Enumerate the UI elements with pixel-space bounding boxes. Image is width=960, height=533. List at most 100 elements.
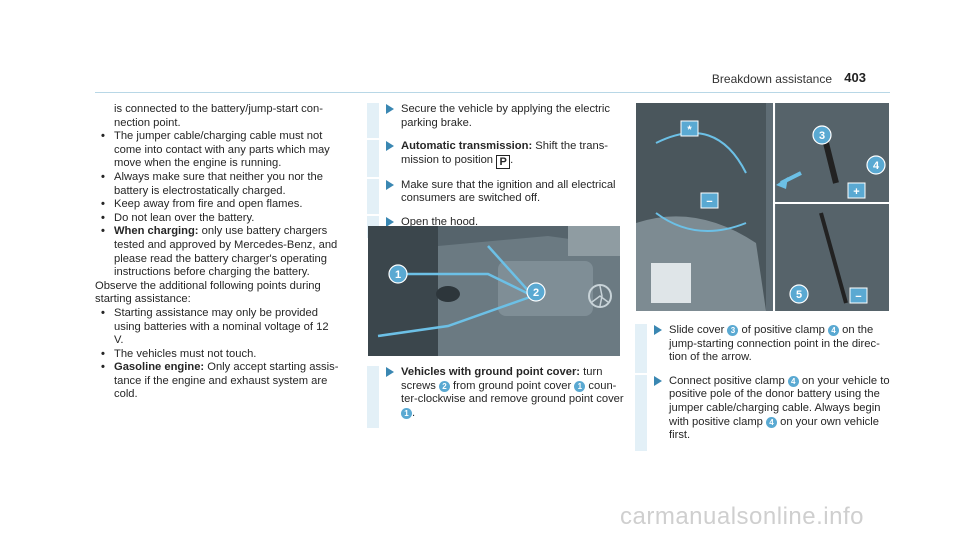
- callout-badge: 3: [727, 325, 739, 336]
- step-connect-positive-clamp: Connect positive clamp 4 on your vehicle…: [635, 374, 893, 451]
- text-span: only use battery chargers: [198, 225, 328, 238]
- observe-paragraph: Observe the additional following points …: [95, 280, 357, 307]
- callout-4-label: 4: [873, 160, 880, 172]
- star-marker-label: *: [687, 124, 692, 136]
- text-span: on your own vehicle: [777, 415, 879, 428]
- text-line: nection point.: [114, 116, 181, 129]
- text-line: Automatic transmission: Shift the trans-: [401, 140, 625, 154]
- callout-3-label: 3: [819, 130, 825, 142]
- battery-connection-figure: * − + − 3 4 5: [636, 103, 889, 311]
- star-marker: [680, 120, 699, 137]
- callout-5: [789, 284, 809, 304]
- callout-badge: 4: [787, 375, 799, 387]
- text-line: V.: [114, 334, 124, 347]
- bullet-icon: •: [101, 225, 105, 238]
- bullet-icon: •: [101, 306, 105, 319]
- list-item: • Starting assistance may only be provid…: [95, 307, 357, 348]
- text-span: Slide cover: [669, 324, 728, 336]
- callout-badge: 4: [828, 325, 839, 336]
- text-line: When charging: only use battery chargers: [114, 225, 357, 239]
- text-span: on your vehicle to: [798, 374, 890, 387]
- engine-bay-illustration: 1 2: [368, 226, 620, 356]
- text-line: positive pole of the donor battery using…: [669, 388, 880, 401]
- list-item-gasoline: • Gasoline engine: Only accept starting …: [95, 361, 357, 402]
- step-bar: [367, 103, 379, 139]
- step-arrow-icon: [386, 216, 394, 227]
- callout-2: [526, 282, 546, 302]
- column-left: is connected to the battery/jump-start c…: [95, 103, 357, 402]
- callout-5-label: 5: [796, 289, 802, 301]
- text-line: with positive clamp 4 on your own vehicl…: [669, 416, 893, 430]
- text-span: from ground point cover: [449, 379, 575, 392]
- bullet-icon: •: [101, 198, 105, 211]
- list-item: • Always make sure that neither you nor …: [95, 171, 357, 198]
- callout-1-label: 1: [395, 269, 401, 281]
- intro-paragraph: is connected to the battery/jump-start c…: [95, 103, 357, 130]
- step-transmission: Automatic transmission: Shift the trans-…: [367, 140, 625, 177]
- step-arrow-icon: [386, 104, 394, 114]
- text-line: Open the hood.: [401, 215, 479, 228]
- page-header: Breakdown assistance 403: [0, 0, 960, 100]
- text-span: Connect positive clamp: [669, 374, 788, 387]
- text-line: Make sure that the ignition and all elec…: [401, 178, 616, 191]
- watermark: carmanualsonline.info: [620, 503, 864, 530]
- bullet-icon: •: [101, 347, 105, 360]
- step-parking-brake: Secure the vehicle by applying the elect…: [367, 103, 625, 139]
- text-line: Slide cover 3 of positive clamp 4 on the: [669, 324, 893, 338]
- text-line: The jumper cable/charging cable must not: [114, 130, 323, 143]
- text-span: Shift the trans-: [532, 140, 609, 153]
- battery-connection-illustration: * − + − 3 4 5: [636, 103, 889, 311]
- text-line: instructions before charging the battery…: [114, 266, 310, 279]
- text-line: Secure the vehicle by applying the elect…: [401, 103, 610, 115]
- list-item: • Do not lean over the battery.: [95, 212, 357, 226]
- text-line: jumper cable/charging cable. Always begi…: [669, 401, 881, 414]
- callout-1: [388, 264, 408, 284]
- text-line: Gasoline engine: Only accept starting as…: [114, 361, 357, 375]
- text-line: please read the battery charger's operat…: [114, 252, 327, 265]
- text-line: Vehicles with ground point cover: turn: [401, 366, 625, 380]
- header-rule: [95, 92, 890, 93]
- text-line: 1.: [401, 407, 625, 421]
- step-bar: [635, 324, 647, 373]
- text-line: Keep away from fire and open flames.: [114, 198, 303, 211]
- park-position-icon: P: [496, 154, 511, 169]
- text-span: with positive clamp: [669, 415, 766, 428]
- text-line: mission to position P.: [401, 153, 514, 169]
- section-title: Breakdown assistance: [711, 72, 832, 86]
- text-line: using batteries with a nominal voltage o…: [114, 320, 329, 333]
- list-item: • Keep away from fire and open flames.: [95, 198, 357, 212]
- step-arrow-icon: [654, 325, 662, 335]
- text-line: parking brake.: [401, 116, 472, 129]
- bold-label: Vehicles with ground point cover:: [401, 366, 581, 378]
- text-line: Starting assistance may only be provided: [114, 306, 318, 319]
- callout-badge: 1: [574, 380, 586, 392]
- callout-badge: 4: [766, 416, 777, 428]
- step-ignition: Make sure that the ignition and all elec…: [367, 178, 625, 214]
- step-arrow-icon: [386, 367, 394, 377]
- bold-label: Gasoline engine:: [114, 361, 205, 374]
- text-line: ter-clockwise and remove ground point co…: [401, 393, 624, 406]
- callout-2-label: 2: [533, 287, 539, 299]
- bold-label: Automatic transmission:: [401, 140, 533, 153]
- step-ground-point-cover: Vehicles with ground point cover: turn s…: [367, 366, 625, 429]
- list-item-charging: • When charging: only use battery charge…: [95, 225, 357, 279]
- list-item: • The jumper cable/charging cable must n…: [95, 130, 357, 171]
- list-item: • The vehicles must not touch.: [95, 348, 357, 362]
- text-span: coun-: [585, 379, 617, 392]
- text-span: screws: [401, 379, 439, 392]
- text-line: Observe the additional following points …: [95, 279, 321, 292]
- text-line: Always make sure that neither you nor th…: [114, 170, 323, 183]
- step-arrow-icon: [654, 375, 662, 386]
- text-span: mission to position: [401, 153, 497, 166]
- bold-label: When charging:: [114, 225, 199, 238]
- column-right: Slide cover 3 of positive clamp 4 on the…: [635, 324, 893, 453]
- minus-marker-label: −: [706, 196, 712, 208]
- text-line: tested and approved by Mercedes-Benz, an…: [114, 238, 338, 251]
- step-bar: [367, 366, 379, 429]
- text-line: first.: [669, 429, 691, 442]
- page-number: 403: [844, 70, 866, 85]
- callout-3: [812, 125, 832, 145]
- step-arrow-icon: [386, 179, 394, 190]
- bullet-icon: •: [101, 130, 105, 143]
- bullet-icon: •: [101, 211, 105, 224]
